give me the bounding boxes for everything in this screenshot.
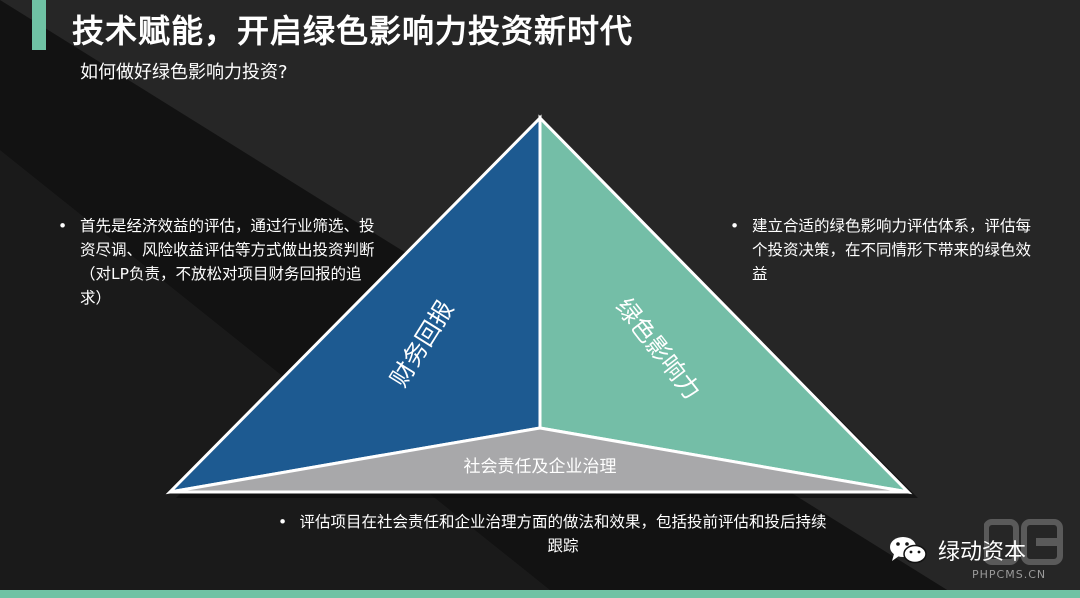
bottom-accent-line bbox=[0, 590, 1080, 598]
title-accent-bar bbox=[32, 0, 46, 50]
triangle-base-label: 社会责任及企业治理 bbox=[463, 457, 617, 477]
left-bullet-text: 首先是经济效益的评估，通过行业筛选、投资尽调、风险收益评估等方式做出投资判断（对… bbox=[80, 217, 375, 307]
triangle-base-face bbox=[169, 426, 909, 494]
wechat-icon bbox=[890, 537, 927, 564]
page-title: 技术赋能，开启绿色影响力投资新时代 bbox=[72, 12, 634, 50]
page-subtitle: 如何做好绿色影响力投资? bbox=[80, 62, 288, 83]
brand-signature: 绿动资本 bbox=[888, 530, 1026, 570]
brand-name: 绿动资本 bbox=[938, 540, 1027, 565]
left-bullet-point: • 首先是经济效益的评估，通过行业筛选、投资尽调、风险收益评估等方式做出投资判断… bbox=[58, 214, 380, 310]
watermark-logo-icon bbox=[984, 519, 1063, 565]
right-bullet-point: • 建立合适的绿色影响力评估体系，评估每个投资决策，在不同情形下带来的绿色效益 bbox=[730, 214, 1032, 286]
watermark-text: PHPCMS.CN bbox=[972, 568, 1047, 581]
bullet-dot: • bbox=[730, 217, 740, 235]
bottom-bullet-point: • 评估项目在社会责任和企业治理方面的做法和效果，包括投前评估和投后持续跟踪 bbox=[278, 510, 828, 558]
bullet-dot: • bbox=[278, 513, 288, 531]
bottom-bullet-text: 评估项目在社会责任和企业治理方面的做法和效果，包括投前评估和投后持续跟踪 bbox=[299, 513, 827, 555]
right-bullet-text: 建立合适的绿色影响力评估体系，评估每个投资决策，在不同情形下带来的绿色效益 bbox=[752, 217, 1032, 283]
bullet-dot: • bbox=[58, 217, 68, 235]
